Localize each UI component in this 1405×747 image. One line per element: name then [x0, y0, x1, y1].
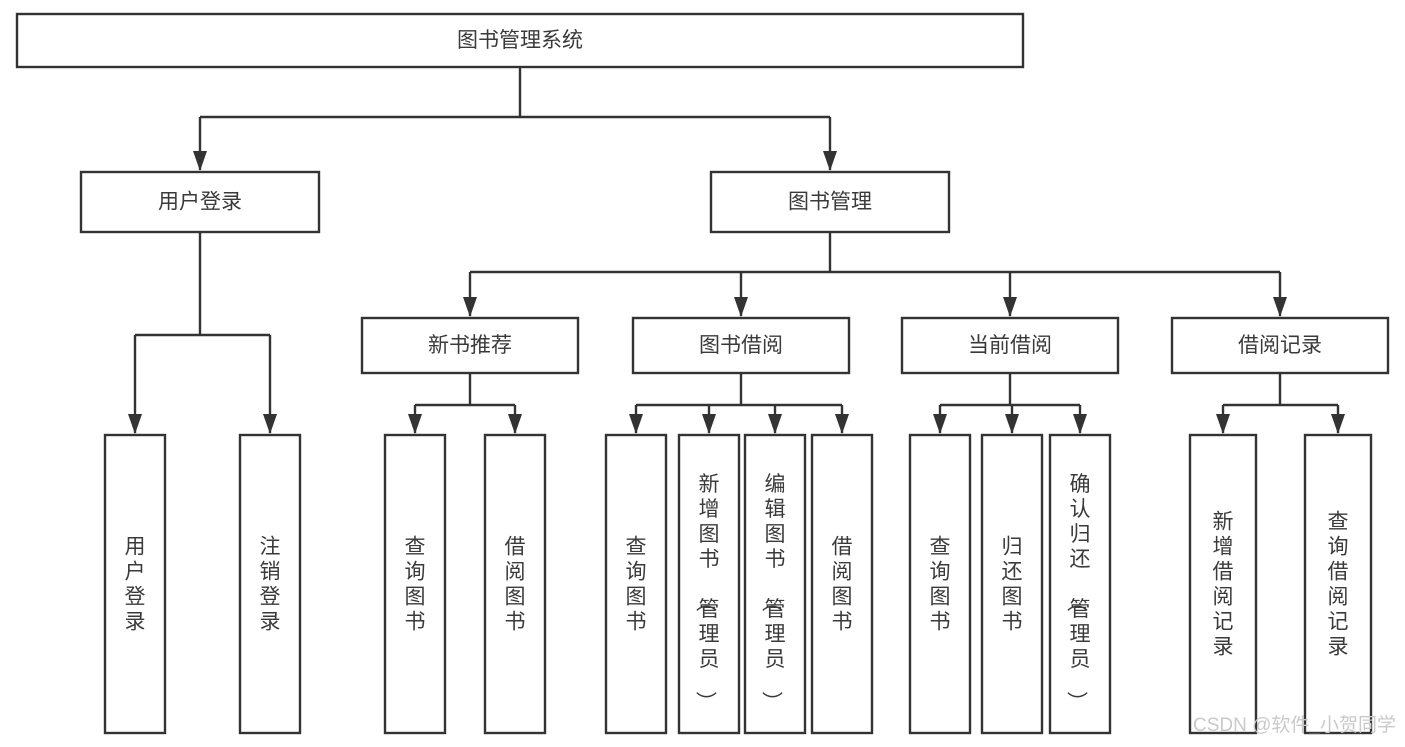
node-label-l10: 归还图书 — [1002, 536, 1023, 634]
node-l11[interactable]: 确认归还（管理员） — [1048, 433, 1112, 735]
arrow-head-icon-l3 — [408, 414, 422, 434]
node-box-bookmgmt[interactable] — [709, 170, 951, 234]
node-l9[interactable]: 查询图书 — [908, 433, 972, 735]
node-login[interactable]: 用户登录 — [79, 170, 321, 234]
node-l1[interactable]: 用户登录 — [103, 433, 167, 735]
node-box-l10[interactable] — [980, 433, 1044, 735]
node-current[interactable]: 当前借阅 — [900, 316, 1120, 375]
node-label-l11: 确认归还（管理员） — [1065, 473, 1091, 712]
arrow-head-icon-l4 — [508, 414, 522, 434]
node-box-l8[interactable] — [810, 433, 874, 735]
node-label-current: 当前借阅 — [968, 334, 1052, 357]
arrow-head-icon-l7 — [768, 414, 782, 434]
node-box-newbook[interactable] — [360, 316, 580, 375]
arrow-head-icon-l9 — [933, 414, 947, 434]
node-label-l7: 编辑图书（管理员） — [760, 473, 786, 712]
node-label-root: 图书管理系统 — [457, 29, 583, 52]
node-box-l3[interactable] — [383, 433, 447, 735]
node-box-l7[interactable] — [743, 433, 807, 735]
arrow-head-icon-l11 — [1073, 414, 1087, 434]
node-box-l4[interactable] — [483, 433, 547, 735]
node-box-l13[interactable] — [1303, 433, 1373, 735]
arrow-head-icon-l10 — [1005, 414, 1019, 434]
arrow-head-icon-l12 — [1216, 414, 1230, 434]
node-l10[interactable]: 归还图书 — [980, 433, 1044, 735]
node-box-record[interactable] — [1170, 316, 1390, 375]
node-newbook[interactable]: 新书推荐 — [360, 316, 580, 375]
arrow-head-icon-l13 — [1331, 414, 1345, 434]
node-box-l11[interactable] — [1048, 433, 1112, 735]
node-label-l12: 新增借阅记录 — [1213, 511, 1234, 659]
node-label-l3: 查询图书 — [405, 536, 426, 634]
arrow-head-icon-login — [193, 151, 207, 171]
node-box-l2[interactable] — [238, 433, 302, 735]
node-box-login[interactable] — [79, 170, 321, 234]
node-l7[interactable]: 编辑图书（管理员） — [743, 433, 807, 735]
arrow-head-icon-l1 — [128, 414, 142, 434]
csdn-watermark: CSDN @软件_小贺同学 — [1193, 714, 1396, 736]
node-l13[interactable]: 查询借阅记录 — [1303, 433, 1373, 735]
node-label-borrow: 图书借阅 — [699, 334, 783, 357]
node-l5[interactable]: 查询图书 — [604, 433, 668, 735]
node-bookmgmt[interactable]: 图书管理 — [709, 170, 951, 234]
node-box-l9[interactable] — [908, 433, 972, 735]
node-label-l8: 借阅图书 — [832, 536, 853, 634]
node-l3[interactable]: 查询图书 — [383, 433, 447, 735]
arrow-head-icon-bookmgmt — [823, 151, 837, 171]
node-box-l1[interactable] — [103, 433, 167, 735]
node-label-l5: 查询图书 — [626, 536, 647, 634]
node-box-l12[interactable] — [1188, 433, 1258, 735]
node-label-l13: 查询借阅记录 — [1328, 511, 1349, 659]
node-l6[interactable]: 新增图书（管理员） — [677, 433, 741, 735]
node-l12[interactable]: 新增借阅记录 — [1188, 433, 1258, 735]
node-box-current[interactable] — [900, 316, 1120, 375]
node-l8[interactable]: 借阅图书 — [810, 433, 874, 735]
node-layer: 图书管理系统用户登录图书管理新书推荐图书借阅当前借阅借阅记录用户登录注销登录查询… — [15, 12, 1390, 735]
node-label-l1: 用户登录 — [125, 536, 146, 634]
node-borrow[interactable]: 图书借阅 — [631, 316, 851, 375]
arrow-head-icon-l8 — [835, 414, 849, 434]
node-label-l4: 借阅图书 — [505, 536, 526, 634]
arrow-head-icon-l6 — [702, 414, 716, 434]
node-record[interactable]: 借阅记录 — [1170, 316, 1390, 375]
node-box-borrow[interactable] — [631, 316, 851, 375]
node-l2[interactable]: 注销登录 — [238, 433, 302, 735]
node-box-l6[interactable] — [677, 433, 741, 735]
node-label-l6: 新增图书（管理员） — [694, 473, 720, 712]
node-label-newbook: 新书推荐 — [428, 334, 512, 357]
node-label-login: 用户登录 — [158, 191, 242, 214]
node-label-bookmgmt: 图书管理 — [788, 191, 872, 214]
arrow-head-icon-newbook — [463, 297, 477, 317]
node-l4[interactable]: 借阅图书 — [483, 433, 547, 735]
node-box-root[interactable] — [15, 12, 1025, 69]
arrow-head-icon-record — [1273, 297, 1287, 317]
node-label-l9: 查询图书 — [930, 536, 951, 634]
connector-layer — [128, 67, 1345, 434]
node-label-record: 借阅记录 — [1238, 334, 1322, 357]
node-label-l2: 注销登录 — [260, 536, 281, 634]
arrow-head-icon-l5 — [629, 414, 643, 434]
node-box-l5[interactable] — [604, 433, 668, 735]
arrow-head-icon-l2 — [263, 414, 277, 434]
arrow-head-icon-borrow — [734, 297, 748, 317]
node-root[interactable]: 图书管理系统 — [15, 12, 1025, 69]
arrow-head-icon-current — [1003, 297, 1017, 317]
